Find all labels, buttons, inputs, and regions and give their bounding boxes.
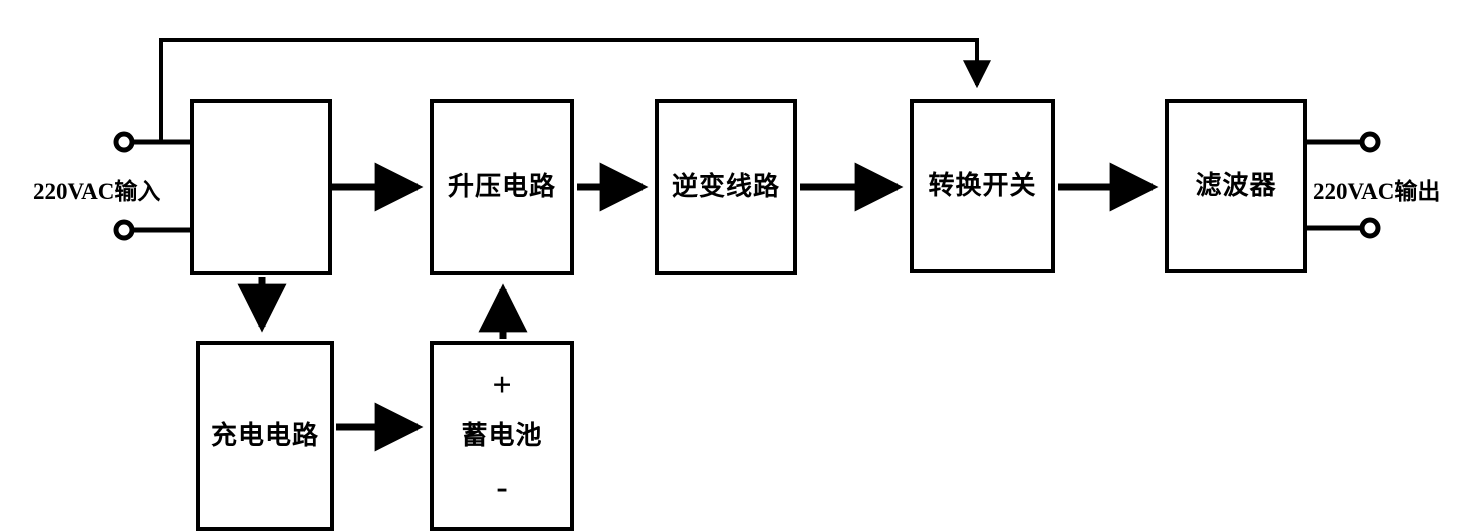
block-boost-circuit-label: 升压电路 <box>447 172 556 201</box>
output-terminal-top-icon <box>1359 131 1381 153</box>
battery-plus-terminal-icon: + <box>492 367 512 404</box>
block-charging-circuit[interactable]: 充电电路 <box>196 341 334 531</box>
block-charging-circuit-label: 充电电路 <box>210 421 319 450</box>
block-filter[interactable]: 滤波器 <box>1165 99 1307 273</box>
input-terminal-bottom-icon <box>113 219 135 241</box>
input-label: 220VAC输入 <box>33 179 161 204</box>
battery-minus-terminal-icon: - <box>496 469 508 506</box>
input-terminal-top-icon <box>113 131 135 153</box>
block-rectifier[interactable] <box>190 99 332 275</box>
block-boost-circuit[interactable]: 升压电路 <box>430 99 574 275</box>
block-inverter-circuit-label: 逆变线路 <box>671 172 780 201</box>
block-battery-label: 蓄电池 <box>461 421 543 450</box>
block-transfer-switch-label: 转换开关 <box>928 171 1037 200</box>
bypass-line <box>159 38 991 142</box>
output-label: 220VAC输出 <box>1313 179 1441 204</box>
block-inverter-circuit[interactable]: 逆变线路 <box>655 99 797 275</box>
block-filter-label: 滤波器 <box>1195 171 1277 200</box>
output-terminal-bottom-icon <box>1359 217 1381 239</box>
block-battery[interactable]: + 蓄电池 - <box>430 341 574 531</box>
battery-inner: + 蓄电池 - <box>434 345 570 527</box>
block-transfer-switch[interactable]: 转换开关 <box>910 99 1055 273</box>
